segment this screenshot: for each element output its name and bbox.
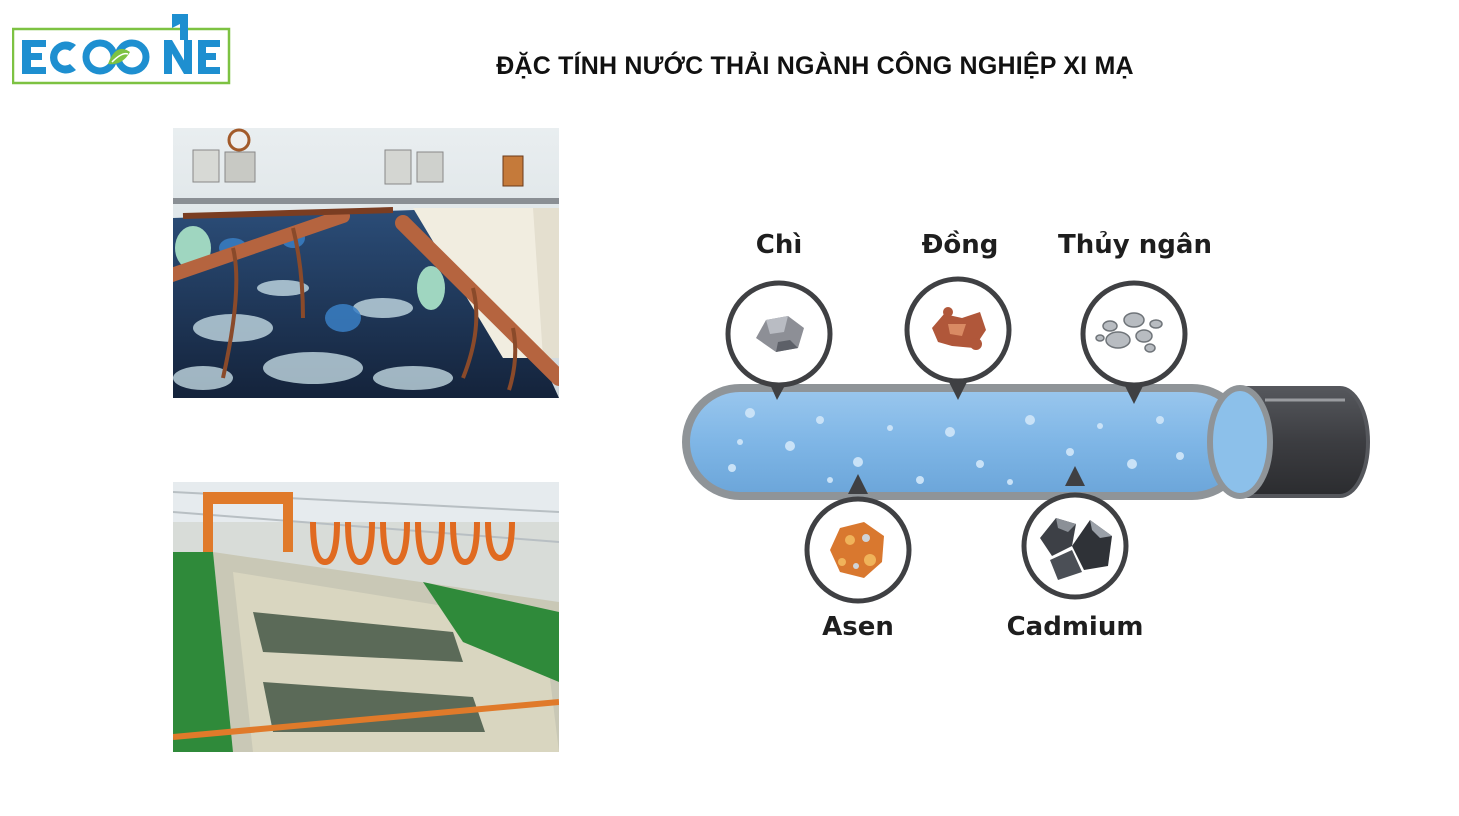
heavy-metals-diagram: Chì Đồng Thủy ngân Asen Cadmium bbox=[680, 220, 1380, 660]
metal-label-asen: Asen bbox=[822, 612, 894, 642]
copper-bubble bbox=[904, 276, 1012, 400]
metal-label-dong: Đồng bbox=[921, 230, 999, 260]
page-title: ĐẶC TÍNH NƯỚC THẢI NGÀNH CÔNG NGHIỆP XI … bbox=[496, 52, 1134, 80]
water-pipe bbox=[682, 384, 1370, 500]
lead-bubble bbox=[725, 280, 833, 400]
lead-ore-icon bbox=[756, 316, 804, 352]
mercury-bubble bbox=[1080, 280, 1188, 404]
plating-tank-photo bbox=[173, 128, 559, 398]
cadmium-bubble bbox=[1021, 466, 1129, 600]
plating-line-photo bbox=[173, 482, 559, 752]
arsenic-ore-icon bbox=[830, 522, 884, 578]
ecoone-logo bbox=[11, 12, 232, 86]
metal-label-cadmium: Cadmium bbox=[1006, 612, 1144, 642]
metal-label-thuy-ngan: Thủy ngân bbox=[1058, 230, 1212, 260]
metal-label-chi: Chì bbox=[755, 230, 803, 260]
cadmium-ore-icon bbox=[1040, 518, 1112, 580]
arsenic-bubble bbox=[804, 474, 912, 604]
mercury-droplets-icon bbox=[1095, 312, 1163, 353]
copper-ore-icon bbox=[932, 307, 986, 350]
